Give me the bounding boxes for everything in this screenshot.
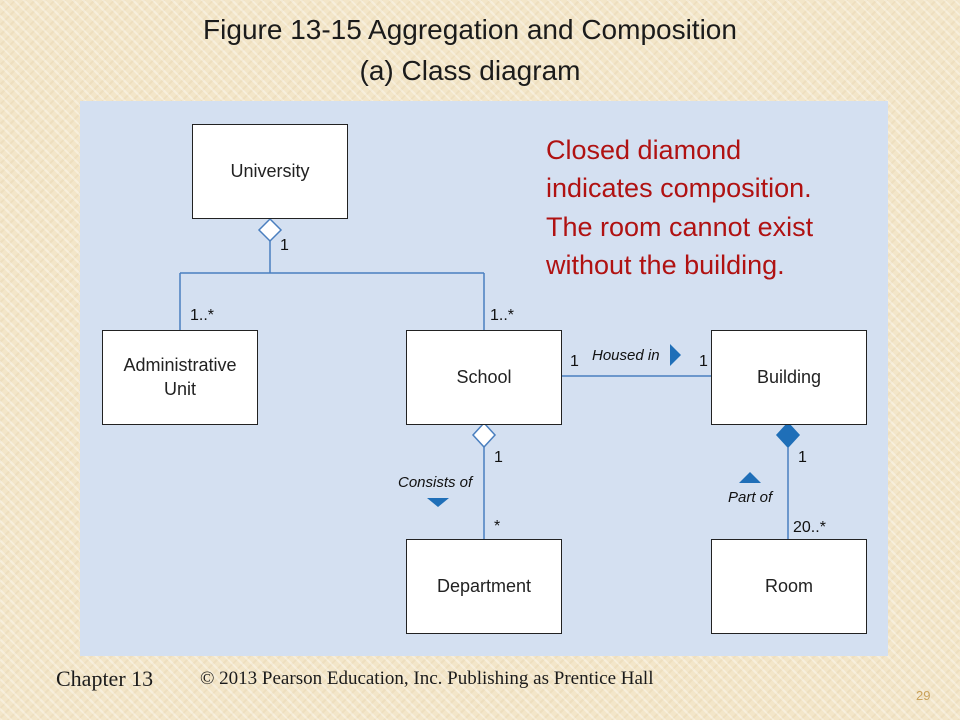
- slide-title: Figure 13-15 Aggregation and Composition: [203, 14, 737, 45]
- class-school-label: School: [456, 366, 512, 387]
- closed-diamond-building: [775, 421, 801, 449]
- connector-layer: [179, 217, 801, 539]
- note-line: indicates composition.: [546, 173, 812, 204]
- class-administrative-unit: Administrative Unit: [102, 330, 258, 425]
- class-admin-unit-label-line1: Administrative: [123, 355, 237, 376]
- open-diamond-school: [471, 421, 497, 449]
- multiplicity-admin-unit: 1..*: [190, 307, 215, 324]
- note-line: The room cannot exist: [546, 211, 814, 242]
- multiplicity-building-to-room: 1: [798, 449, 807, 466]
- direction-arrow-part-of-icon: [739, 472, 761, 483]
- class-department-label: Department: [436, 575, 532, 596]
- class-building: Building: [711, 330, 867, 425]
- footer-copyright: © 2013 Pearson Education, Inc. Publishin…: [200, 668, 654, 689]
- role-part-of: Part of: [728, 489, 773, 506]
- class-diagram: University Administrative Unit School Bu…: [80, 101, 888, 656]
- class-school: School: [406, 330, 562, 425]
- multiplicity-building-from-school: 1: [699, 353, 708, 370]
- open-diamond-university: [257, 217, 283, 243]
- role-housed-in: Housed in: [592, 347, 660, 364]
- class-university: University: [192, 124, 348, 219]
- multiplicity-room: 20..*: [793, 519, 826, 536]
- class-room-label: Room: [764, 575, 813, 596]
- multiplicity-school-top: 1..*: [490, 307, 515, 324]
- multiplicity-school-to-building: 1: [570, 353, 579, 370]
- page-number: 29: [916, 688, 931, 703]
- composition-note: Closed diamond indicates composition. Th…: [546, 131, 886, 284]
- multiplicity-department: *: [494, 518, 501, 535]
- direction-arrow-housed-in-icon: [670, 344, 681, 366]
- class-department: Department: [406, 539, 562, 634]
- class-building-label: Building: [756, 366, 822, 387]
- multiplicity-university: 1: [280, 237, 289, 254]
- direction-arrow-consists-of-icon: [427, 498, 449, 507]
- class-admin-unit-label-line2: Unit: [163, 378, 196, 399]
- role-consists-of: Consists of: [398, 474, 473, 491]
- multiplicity-school-to-department: 1: [494, 449, 503, 466]
- class-university-label: University: [230, 160, 310, 181]
- note-line: without the building.: [546, 249, 785, 280]
- class-room: Room: [711, 539, 867, 634]
- note-line: Closed diamond: [546, 135, 742, 165]
- slide-subtitle: (a) Class diagram: [359, 55, 581, 86]
- footer-chapter: Chapter 13: [56, 666, 154, 691]
